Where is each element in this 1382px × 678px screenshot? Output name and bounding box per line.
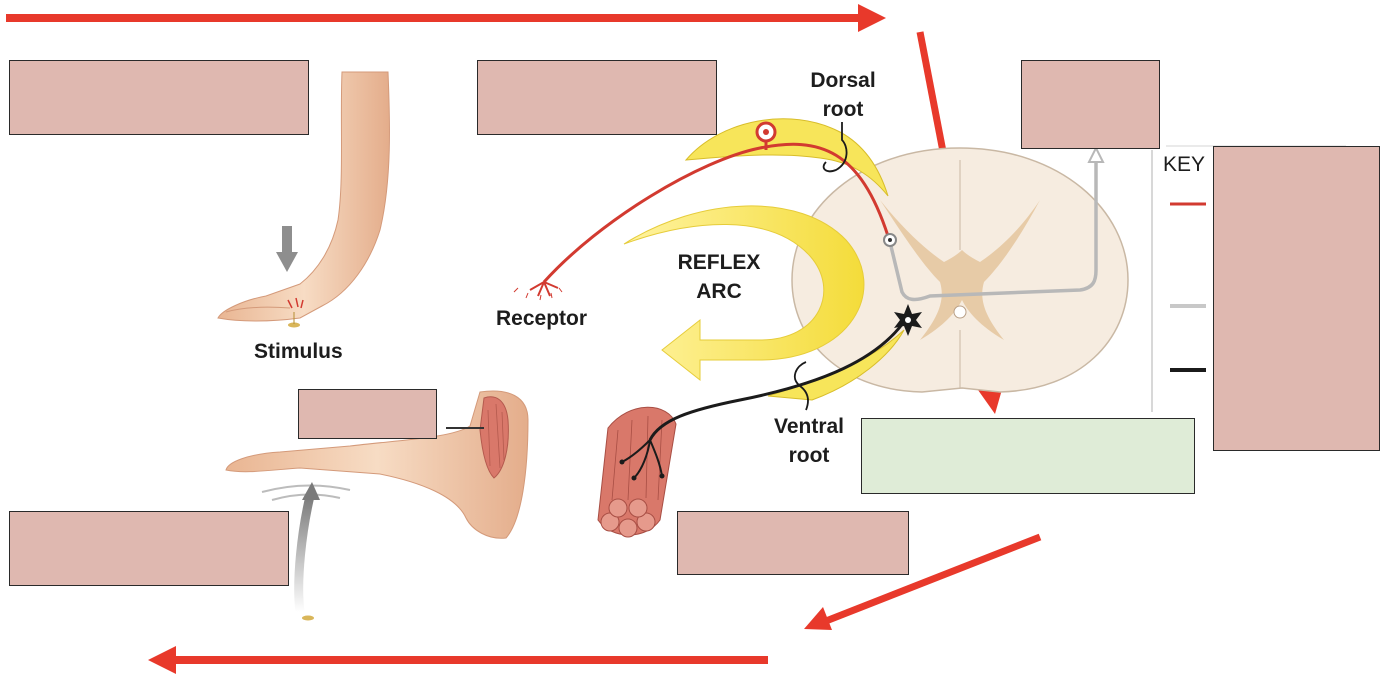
interneuron	[883, 145, 1105, 302]
sensory-neuron	[513, 142, 890, 301]
muscle-bundle-illustration	[597, 406, 677, 538]
gray-down-arrow-icon	[276, 226, 298, 272]
gray-up-arrow-icon	[294, 482, 320, 621]
blank-label-box-5[interactable]	[677, 511, 909, 575]
arm-stimulus-illustration	[217, 71, 391, 328]
blank-answer-box-green[interactable]	[861, 418, 1195, 494]
reflex-arc-label: REFLEX ARC	[677, 251, 761, 303]
dorsal-root-label: Dorsal root	[810, 69, 876, 121]
key-title: KEY	[1163, 153, 1206, 176]
synapse-star-icon	[894, 304, 922, 336]
reflex-arc-arrow	[623, 205, 865, 382]
motor-neuron	[619, 315, 910, 481]
blank-label-box-2[interactable]	[477, 60, 717, 135]
blank-label-box-4[interactable]	[9, 511, 289, 586]
flow-arrow-bottom	[148, 646, 768, 674]
dorsal-root-ganglion	[684, 118, 889, 197]
ventral-root-bracket	[793, 361, 809, 411]
ventral-root-label: Ventral root	[773, 415, 845, 467]
dorsal-root-bracket	[822, 122, 848, 173]
blank-label-box-3[interactable]	[1021, 60, 1160, 149]
blank-label-box-1[interactable]	[9, 60, 309, 135]
stimulus-label: Stimulus	[254, 340, 343, 363]
spinal-cord-cross-section	[791, 147, 1129, 393]
cell-body-icon	[755, 121, 777, 150]
blank-key-box[interactable]	[1213, 146, 1380, 451]
flow-arrow-top	[6, 4, 886, 32]
flow-arrow-lower-right	[804, 533, 1042, 630]
arm-response-illustration	[225, 390, 529, 539]
blank-label-box-effector[interactable]	[298, 389, 437, 439]
receptor-label: Receptor	[496, 307, 588, 330]
